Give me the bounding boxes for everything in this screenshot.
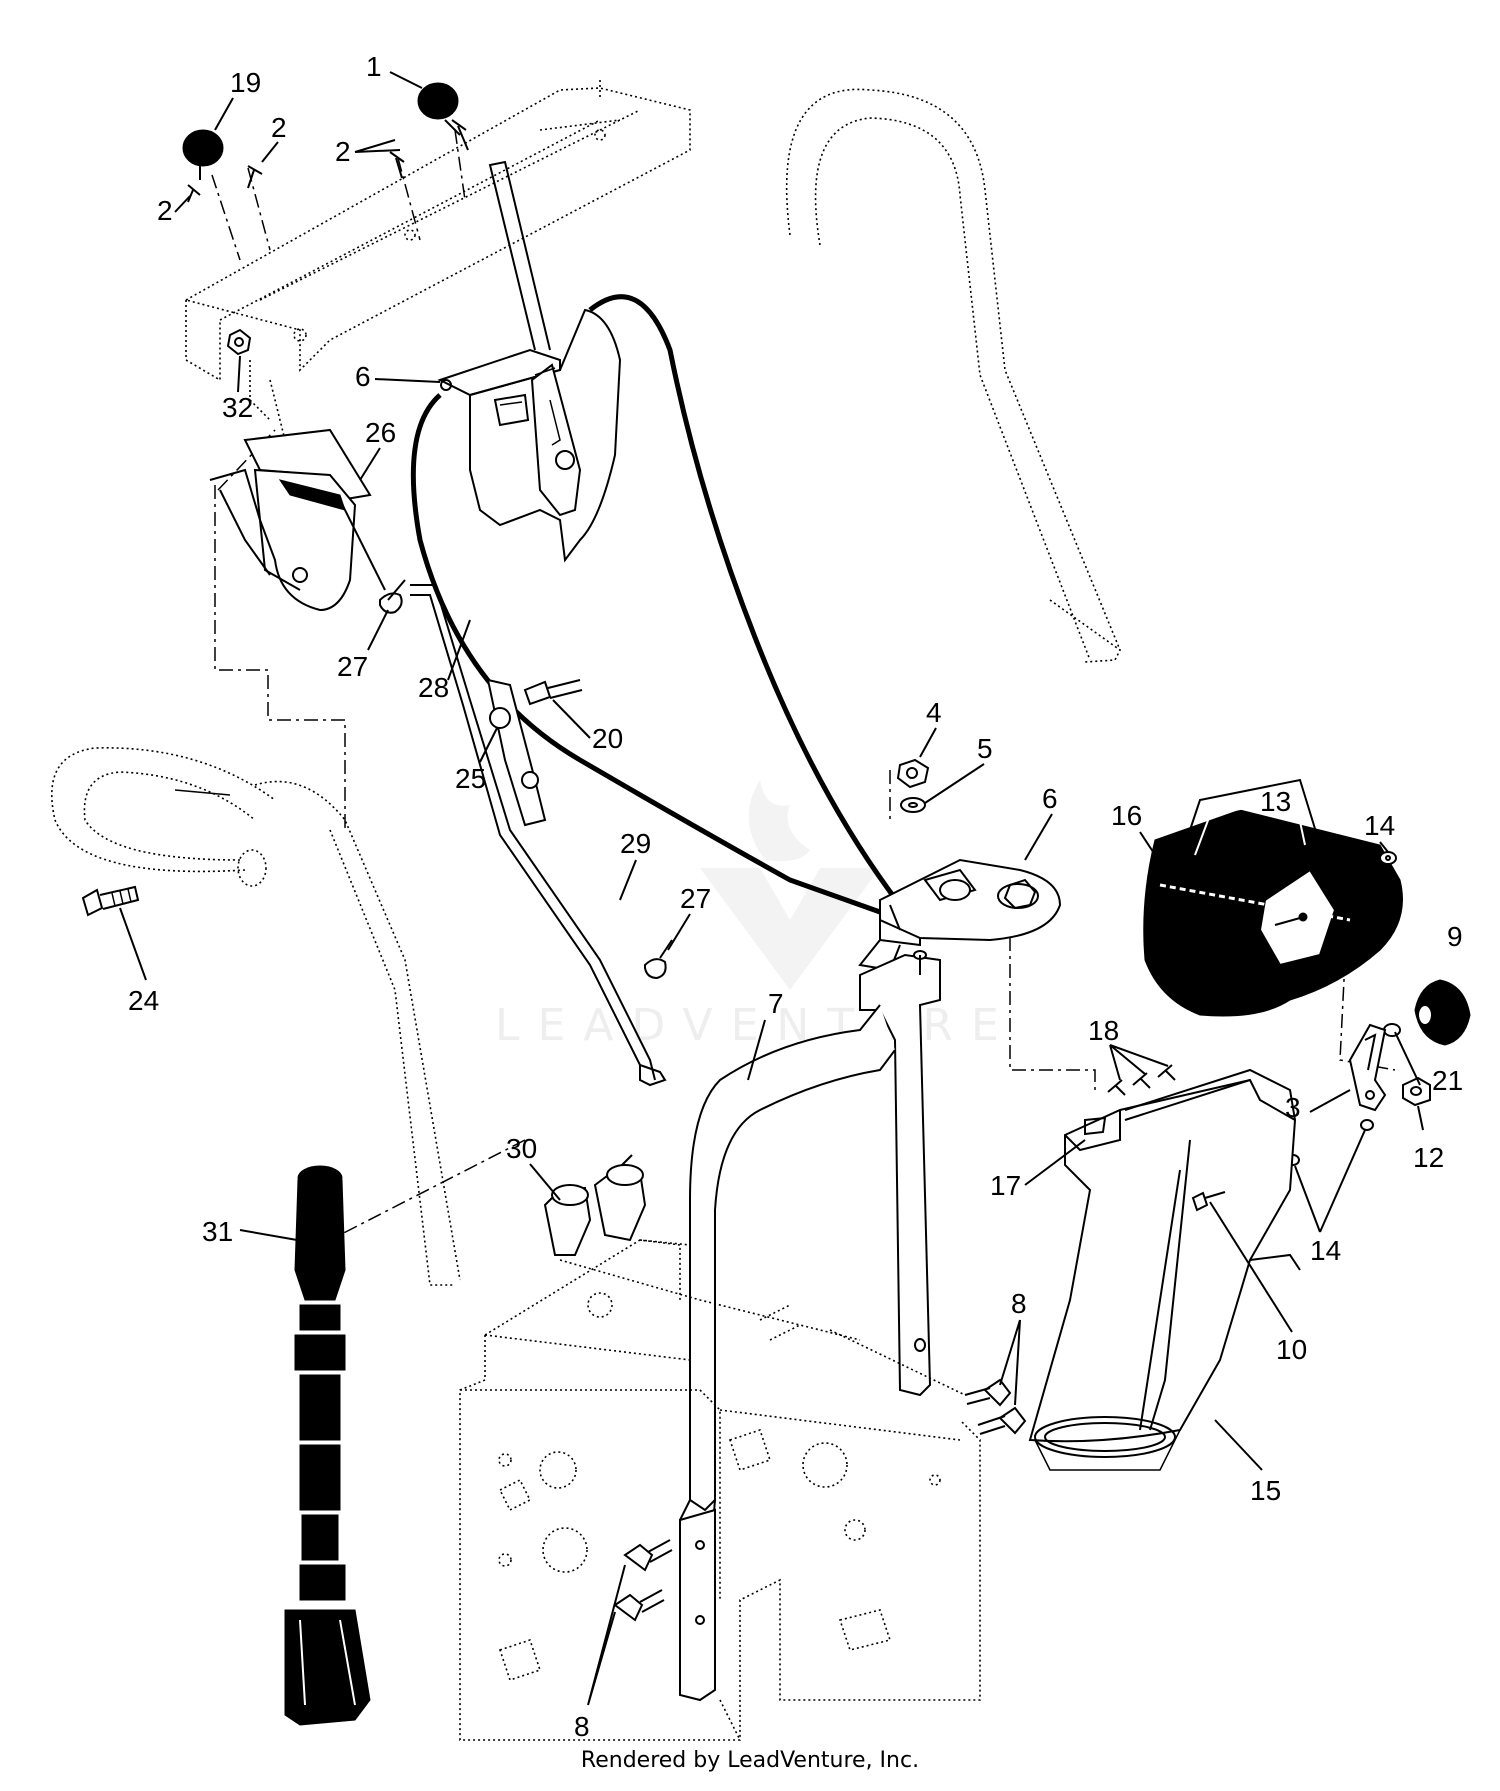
label-32: 32 xyxy=(222,392,253,423)
label-6: 6 xyxy=(355,361,371,392)
bolts-8-left xyxy=(613,1539,673,1622)
label-7: 7 xyxy=(768,988,784,1019)
label-18: 18 xyxy=(1088,1015,1119,1046)
knob-1 xyxy=(417,82,461,136)
watermark-text: LEADVENTURE xyxy=(495,1000,1017,1051)
label-25: 25 xyxy=(455,763,486,794)
watermark-logo-icon xyxy=(700,868,880,990)
nut-4 xyxy=(896,758,930,789)
label-29: 29 xyxy=(620,828,651,859)
chute-bracket-6 xyxy=(858,858,1062,972)
label-6: 6 xyxy=(1042,783,1058,814)
bolt-20 xyxy=(523,679,583,706)
shift-rod xyxy=(410,584,667,1087)
label-30: 30 xyxy=(506,1133,537,1164)
label-1: 1 xyxy=(366,51,382,82)
label-15: 15 xyxy=(1250,1475,1281,1506)
washer-21 xyxy=(1383,1023,1401,1037)
screw-10 xyxy=(1191,1191,1226,1212)
label-12: 12 xyxy=(1413,1142,1444,1173)
carriage-bolts-18 xyxy=(1107,1064,1176,1096)
deflector-plate-3 xyxy=(1348,1023,1387,1112)
label-21: 21 xyxy=(1432,1065,1463,1096)
label-8: 8 xyxy=(574,1711,590,1742)
chute-deflector-16 xyxy=(1143,778,1403,1017)
label-2: 2 xyxy=(335,136,351,167)
control-panel xyxy=(183,80,691,461)
knob-9 xyxy=(1414,979,1471,1046)
label-8: 8 xyxy=(1011,1288,1027,1319)
label-17: 17 xyxy=(990,1170,1021,1201)
discharge-chute-15 xyxy=(1028,1068,1301,1471)
label-13: 13 xyxy=(1260,786,1291,817)
label-27: 27 xyxy=(337,651,368,682)
chute-cable xyxy=(410,294,902,915)
label-9: 9 xyxy=(1447,921,1463,952)
label-14: 14 xyxy=(1310,1235,1341,1266)
nut-32 xyxy=(226,328,252,356)
bolts-8-right xyxy=(964,1378,1027,1435)
label-27: 27 xyxy=(680,883,711,914)
left-handle xyxy=(51,747,461,1286)
label-2: 2 xyxy=(157,195,173,226)
label-14: 14 xyxy=(1364,810,1395,841)
cotter-pin-27b xyxy=(644,939,673,980)
chute-crank-assembly xyxy=(437,160,622,563)
label-24: 24 xyxy=(128,985,159,1016)
label-2: 2 xyxy=(271,112,287,143)
label-4: 4 xyxy=(926,697,942,728)
label-20: 20 xyxy=(592,723,623,754)
label-16: 16 xyxy=(1111,800,1142,831)
washer-14a xyxy=(1379,851,1397,865)
watermark-flame-icon xyxy=(748,780,810,862)
part-labels: 19 1 2 2 2 32 6 26 27 28 20 25 4 5 6 16 … xyxy=(128,51,1463,1742)
label-10: 10 xyxy=(1276,1334,1307,1365)
label-31: 31 xyxy=(202,1216,233,1247)
nut-12 xyxy=(1402,1076,1431,1107)
bolt-24 xyxy=(81,885,140,917)
footer-credit: Rendered by LeadVenture, Inc. xyxy=(580,1748,920,1773)
knob-19 xyxy=(182,129,224,180)
screws-2 xyxy=(187,119,469,203)
label-28: 28 xyxy=(418,672,449,703)
handle-grip-31 xyxy=(284,1165,371,1726)
right-handle xyxy=(785,88,1122,663)
label-leaders xyxy=(119,71,1424,1706)
leader-lines xyxy=(211,129,1396,1241)
label-19: 19 xyxy=(230,67,261,98)
washer-5 xyxy=(900,797,926,813)
lower-housing xyxy=(459,1239,981,1741)
cotter-pin-27a xyxy=(379,579,406,614)
clamp-30 xyxy=(543,1154,647,1256)
label-26: 26 xyxy=(365,417,396,448)
handle-tube-7 xyxy=(679,950,941,1702)
label-3: 3 xyxy=(1285,1092,1301,1123)
label-5: 5 xyxy=(977,733,993,764)
shift-lever-assembly xyxy=(209,428,386,612)
